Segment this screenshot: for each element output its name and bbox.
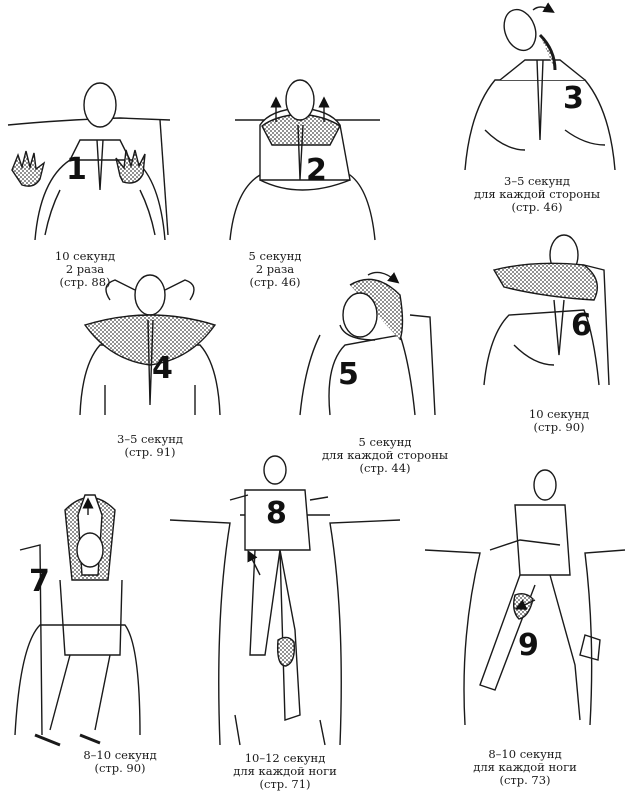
up-arrow-icon (247, 549, 261, 576)
exercise-1-number: 1 (66, 152, 87, 187)
exercise-4-illustration (79, 274, 221, 416)
exercise-9-illustration (424, 469, 626, 726)
exercise-1-illustration (7, 82, 171, 241)
exercise-8-panel: 8 10–12 секунд для каждой ноги (стр. 71) (169, 455, 401, 806)
exercise-5-panel: 5 5 секунд для каждой стороны (стр. 44) (290, 265, 480, 495)
right-hand-icon (115, 149, 146, 184)
exercise-8-caption: 10–12 секунд для каждой ноги (стр. 71) (233, 751, 337, 791)
exercise-3-caption: 3–5 секунд для каждой стороны (стр. 46) (473, 174, 601, 214)
exercise-9-panel: 9 8–10 секунд для каждой ноги (стр. 73) (420, 465, 629, 800)
exercise-2-caption: 5 секунд 2 раза (стр. 46) (248, 249, 302, 289)
exercise-6-illustration (483, 234, 610, 386)
exercise-6-number: 6 (571, 308, 592, 343)
exercise-3-number: 3 (563, 81, 584, 116)
exercise-3-illustration (464, 2, 616, 171)
exercise-7-panel: 7 8–10 секунд (стр. 90) (0, 475, 180, 795)
exercise-9-caption: 8–10 секунд для каждой ноги (стр. 73) (473, 747, 577, 787)
exercise-3-panel: 3 3–5 секунд для каждой стороны (стр. 46… (445, 0, 629, 220)
exercise-5-number: 5 (338, 357, 359, 392)
exercise-7-number: 7 (29, 564, 50, 599)
curved-arrow-icon (532, 2, 555, 13)
exercise-2-number: 2 (306, 153, 327, 188)
exercise-4-number: 4 (152, 351, 173, 386)
exercise-5-caption: 5 секунд для каждой стороны (стр. 44) (321, 435, 449, 475)
exercise-8-number: 8 (266, 496, 287, 531)
left-arrow-icon (514, 599, 536, 610)
exercise-1-caption: 10 секунд 2 раза (стр. 88) (54, 249, 116, 289)
exercise-6-panel: 6 10 секунд (стр. 90) (474, 225, 629, 440)
exercise-9-number: 9 (518, 628, 539, 663)
left-hand-icon (11, 150, 46, 187)
curved-arrow-icon (367, 271, 400, 284)
exercise-1-panel: 1 10 секунд 2 раза (стр. 88) (0, 60, 200, 289)
exercise-4-panel: 4 3–5 секунд (стр. 91) (60, 265, 240, 465)
exercise-5-illustration (299, 271, 436, 416)
exercise-7-caption: 8–10 секунд (стр. 90) (83, 748, 157, 775)
exercise-8-illustration (169, 455, 401, 746)
exercise-7-illustration (14, 494, 141, 747)
exercise-2-illustration (229, 79, 380, 241)
exercise-6-caption: 10 секунд (стр. 90) (528, 407, 590, 434)
exercise-2-panel: 2 5 секунд 2 раза (стр. 46) (220, 60, 390, 289)
exercise-4-caption: 3–5 секунд (стр. 91) (117, 432, 183, 459)
